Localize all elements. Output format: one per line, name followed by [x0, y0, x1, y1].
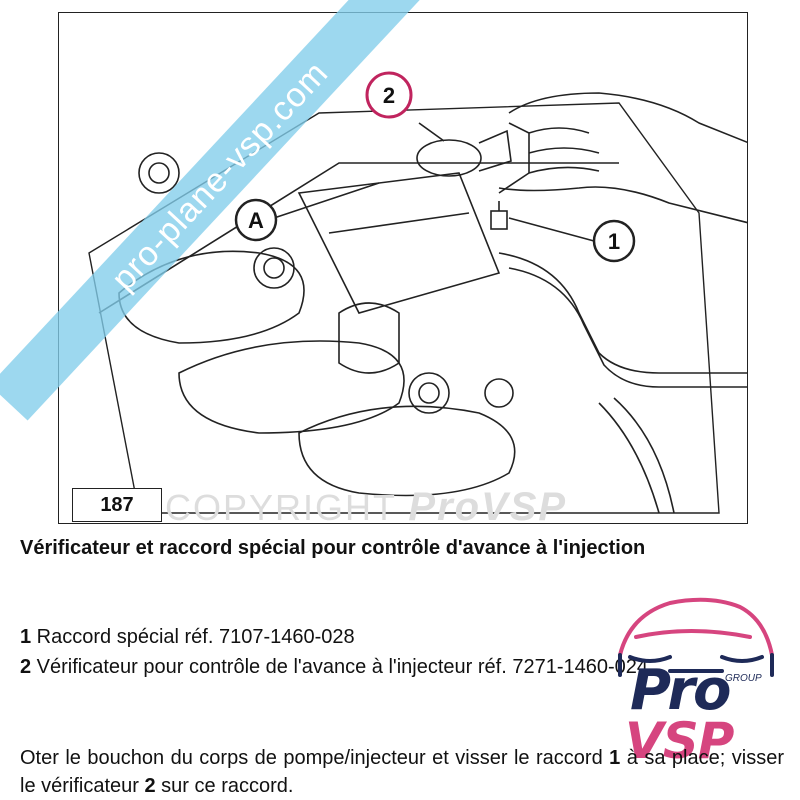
paragraph-part: Oter le bouchon du corps de pompe/inject… [20, 747, 610, 769]
list-item: 2 Vérificateur pour contrôle de l'avance… [20, 653, 784, 681]
logo-pro-text: Pro [630, 658, 731, 723]
instruction-paragraph: Oter le bouchon du corps de pompe/inject… [20, 744, 784, 800]
logo-vsp-text: VSP [625, 712, 734, 770]
paragraph-part: sur ce raccord. [155, 775, 294, 797]
callout-A-label: A [248, 208, 264, 233]
item-number: 1 [20, 626, 32, 648]
paragraph-ref: 1 [609, 747, 621, 769]
paragraph-ref: 2 [144, 775, 156, 797]
callout-1: 1 [592, 219, 636, 263]
item-text: Vérificateur pour contrôle de l'avance à… [31, 656, 654, 678]
provsp-logo: GROUP [618, 597, 774, 684]
copyright-watermark: COPYRIGHT ProVSP [165, 485, 567, 530]
callout-2-label: 2 [383, 83, 395, 108]
callout-2: 2 [365, 71, 413, 119]
logo-group-label: GROUP [725, 673, 762, 684]
figure-number-text: 187 [100, 493, 134, 516]
copyright-text: COPYRIGHT [165, 487, 397, 528]
figure-number: 187 [72, 488, 162, 522]
item-text: Raccord spécial réf. 7107-1460-028 [31, 626, 355, 648]
list-item: 1 Raccord spécial réf. 7107-1460-028 [20, 623, 784, 651]
paragraph-part: à sa place; visser le vérificateur [20, 747, 784, 797]
copyright-brand: ProVSP [408, 485, 568, 529]
section-heading: Vérificateur et raccord spécial pour con… [20, 537, 646, 559]
callout-A: A [234, 198, 278, 242]
item-number: 2 [20, 656, 32, 678]
callout-1-label: 1 [608, 229, 620, 254]
